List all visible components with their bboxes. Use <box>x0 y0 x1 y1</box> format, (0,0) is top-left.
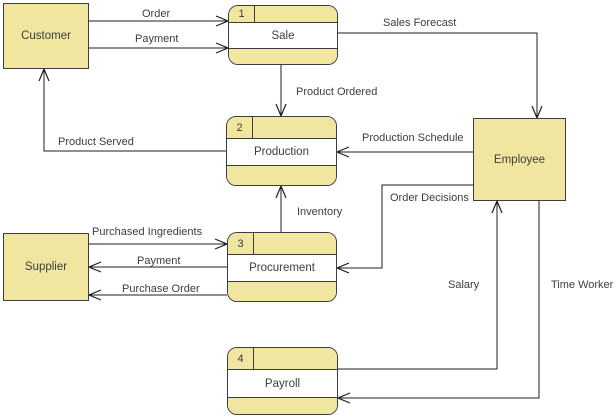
process-payroll-header: 4 <box>228 348 337 370</box>
entity-employee[interactable]: Employee <box>473 118 566 201</box>
entity-customer[interactable]: Customer <box>3 3 89 69</box>
flow-line-product-served[interactable] <box>44 69 226 152</box>
process-procurement[interactable]: 3 Procurement <box>227 232 337 302</box>
process-production[interactable]: 2 Production <box>226 116 337 186</box>
process-procurement-footer <box>228 281 336 301</box>
process-sale[interactable]: 1 Sale <box>228 5 338 65</box>
process-production-footer <box>227 165 336 185</box>
flow-label-sales-forecast: Sales Forecast <box>383 17 457 29</box>
process-sale-label: Sale <box>229 23 337 48</box>
flow-label-production-schedule: Production Schedule <box>362 132 464 144</box>
flow-label-time-worker: Time Worker <box>551 279 614 291</box>
entity-customer-label: Customer <box>21 30 71 42</box>
flow-label-order-decisions: Order Decisions <box>390 192 469 204</box>
flow-line-sales-forecast[interactable] <box>338 32 537 118</box>
flow-label-payment-customer: Payment <box>135 33 179 45</box>
flow-label-inventory: Inventory <box>297 206 343 218</box>
process-production-number: 2 <box>227 117 253 138</box>
entity-employee-label: Employee <box>493 153 546 166</box>
process-payroll-label: Payroll <box>228 370 337 397</box>
flow-line-time-worker[interactable] <box>338 201 540 398</box>
process-payroll-footer <box>228 397 337 414</box>
entity-supplier[interactable]: Supplier <box>3 233 89 301</box>
flow-label-product-ordered: Product Ordered <box>296 86 378 98</box>
flow-label-payment-supplier: Payment <box>137 255 181 267</box>
entity-supplier-label: Supplier <box>24 261 68 273</box>
flow-label-product-served: Product Served <box>58 136 134 148</box>
process-sale-footer <box>229 48 337 64</box>
flow-label-purchased-ingredients: Purchased Ingredients <box>92 226 203 238</box>
process-production-header: 2 <box>227 117 336 139</box>
flow-line-salary[interactable] <box>338 201 497 370</box>
flow-label-salary: Salary <box>448 279 480 291</box>
process-production-label: Production <box>227 139 336 165</box>
process-procurement-header: 3 <box>228 233 336 255</box>
flow-label-order: Order <box>142 8 171 20</box>
flow-label-purchase-order: Purchase Order <box>122 283 200 295</box>
process-payroll-number: 4 <box>228 348 254 369</box>
process-procurement-label: Procurement <box>228 255 336 281</box>
process-sale-header: 1 <box>229 6 337 23</box>
process-sale-number: 1 <box>229 6 255 22</box>
process-payroll[interactable]: 4 Payroll <box>227 347 338 415</box>
process-procurement-number: 3 <box>228 233 254 254</box>
flow-line-order-decisions[interactable] <box>337 184 473 268</box>
